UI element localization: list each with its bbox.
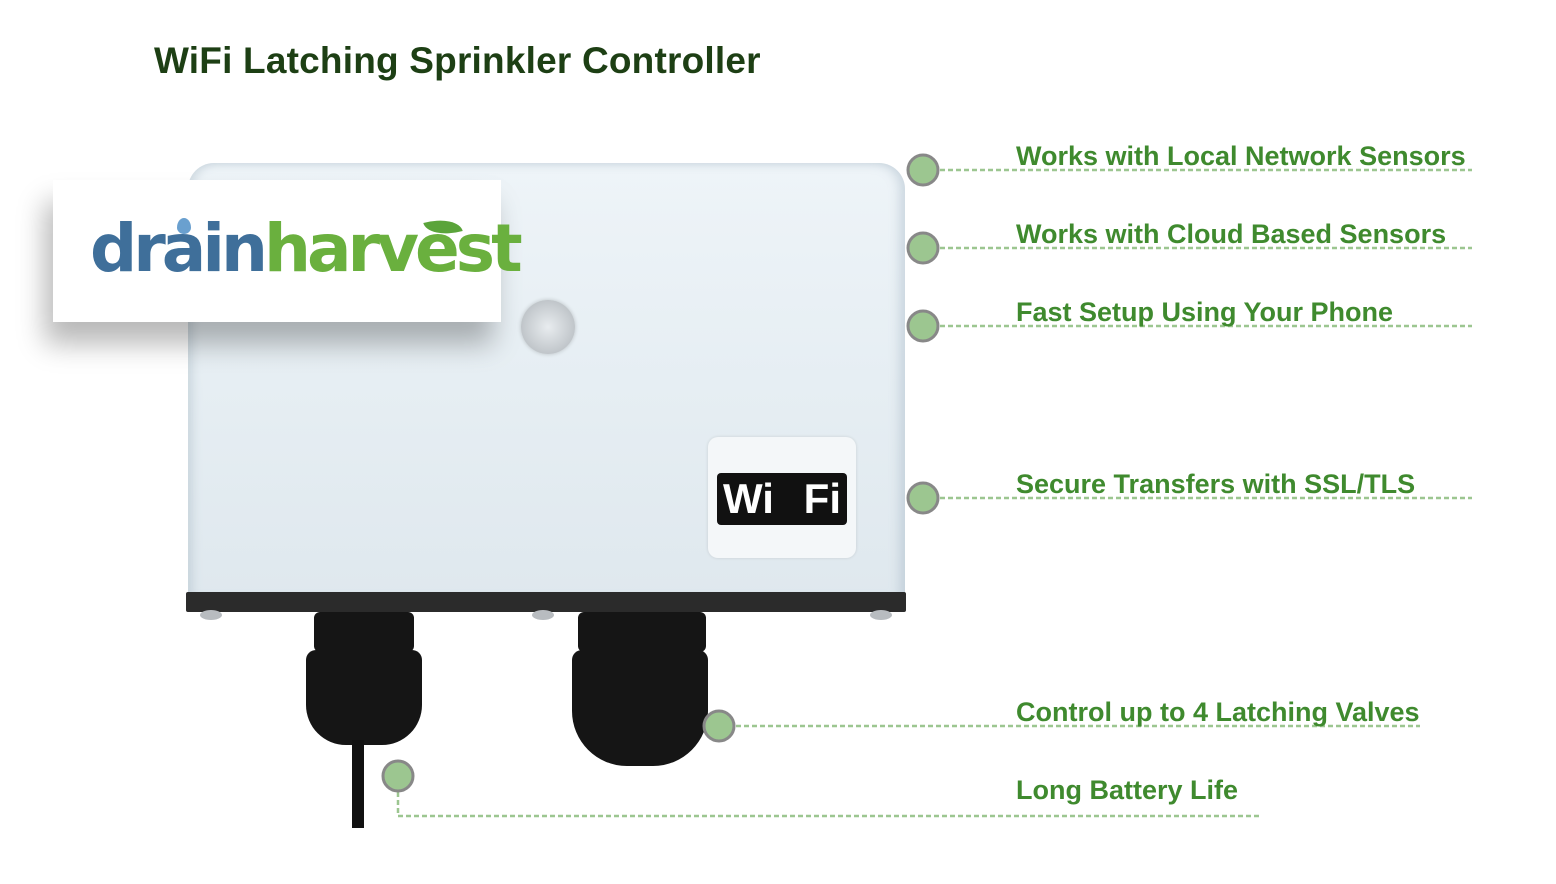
- callout-line: [396, 792, 1260, 818]
- callout-dot: [381, 759, 415, 793]
- feature-cloud-sensors: Works with Cloud Based Sensors: [1016, 219, 1447, 249]
- feature-local-sensors: Works with Local Network Sensors: [1016, 141, 1466, 171]
- wifi-badge-right: Fi: [803, 475, 841, 522]
- logo-card: [53, 180, 501, 322]
- callout-dot: [702, 709, 736, 743]
- screw: [532, 610, 554, 620]
- logo-part-harvest: harvest: [263, 210, 523, 287]
- wifi-badge: Wi Fi: [708, 437, 856, 558]
- cable-gland-right: [578, 612, 706, 652]
- page-title: WiFi Latching Sprinkler Controller: [154, 40, 761, 81]
- cable-gland-left-nut: [306, 650, 422, 745]
- status-led: [521, 300, 575, 354]
- wifi-logo-icon: Wi Fi: [717, 473, 847, 525]
- water-drop-icon: [177, 218, 191, 234]
- screw: [200, 610, 222, 620]
- callout-dot: [906, 231, 940, 265]
- cable-gland-right-nut: [572, 650, 708, 766]
- callout-dot: [906, 309, 940, 343]
- feature-fast-setup: Fast Setup Using Your Phone: [1016, 297, 1394, 327]
- cable-gland-left: [314, 612, 414, 652]
- drainharvest-logo: drainharvest: [90, 210, 523, 287]
- callout-dot: [906, 153, 940, 187]
- device-base: [186, 592, 906, 612]
- feature-secure-transfers: Secure Transfers with SSL/TLS: [1016, 469, 1416, 499]
- power-cable: [352, 740, 364, 828]
- feature-latching-valves: Control up to 4 Latching Valves: [1016, 697, 1420, 727]
- callout-dot: [906, 481, 940, 515]
- feature-battery-life: Long Battery Life: [1016, 775, 1239, 805]
- screw: [870, 610, 892, 620]
- wifi-badge-left: Wi: [723, 475, 774, 522]
